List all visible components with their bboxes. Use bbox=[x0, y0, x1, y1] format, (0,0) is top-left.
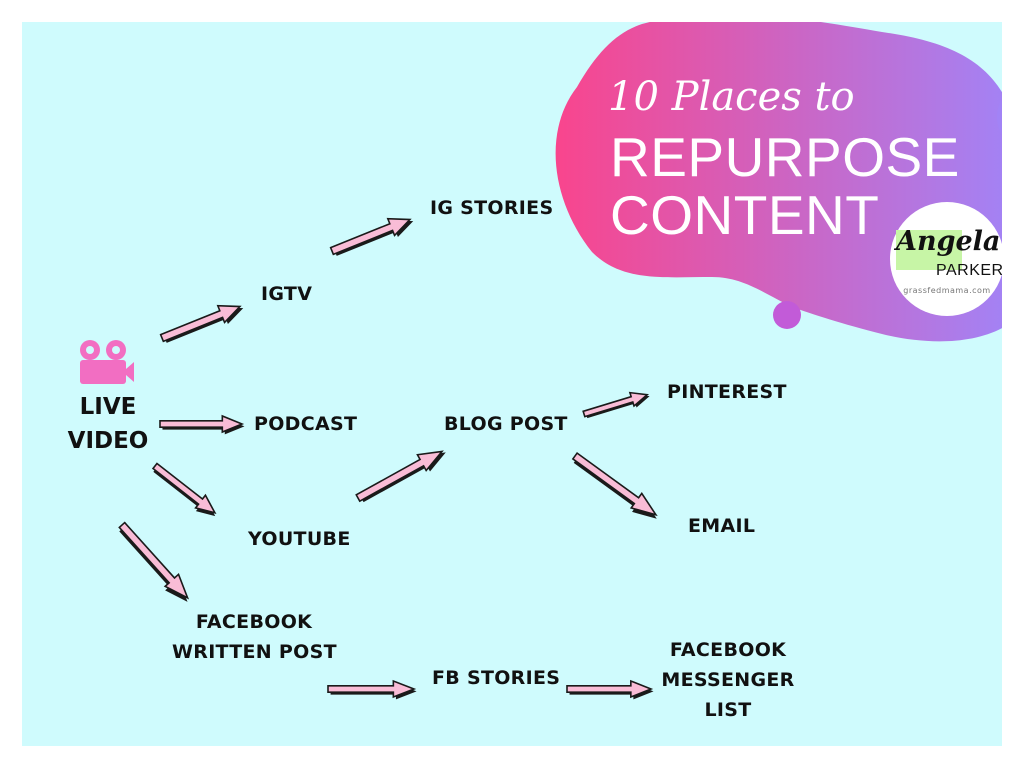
node-email: EMAIL bbox=[688, 515, 756, 537]
node-blog-post: BLOG POST bbox=[444, 413, 568, 435]
node-youtube: YOUTUBE bbox=[248, 528, 351, 550]
facebook-written-line2: WRITTEN POST bbox=[172, 641, 337, 663]
arrow-fb-stories-to-messenger bbox=[566, 680, 655, 701]
infographic-canvas: 10 Places to REPURPOSE CONTENT Angela PA… bbox=[22, 22, 1002, 746]
node-pinterest: PINTEREST bbox=[667, 381, 787, 403]
arrow-igtv-to-ig-stories bbox=[327, 209, 418, 263]
node-facebook-written-post: FACEBOOK WRITTEN POST bbox=[172, 607, 337, 667]
node-podcast: PODCAST bbox=[254, 413, 358, 435]
arrow-facebook-post-to-fb-stories bbox=[327, 680, 418, 701]
arrow-live-to-igtv bbox=[157, 296, 248, 350]
arrow-live-to-youtube bbox=[147, 459, 223, 524]
logo-name: Angela bbox=[896, 226, 1001, 257]
arrow-blog-to-pinterest bbox=[581, 386, 653, 424]
arrow-live-to-podcast bbox=[159, 415, 246, 436]
arrow-blog-to-email bbox=[567, 447, 665, 527]
facebook-written-line1: FACEBOOK bbox=[195, 611, 313, 633]
node-live-video: LIVE VIDEO bbox=[58, 390, 158, 458]
brand-logo: Angela PARKER grassfedmama.com bbox=[890, 202, 1002, 316]
live-video-line2: VIDEO bbox=[67, 428, 149, 454]
node-facebook-messenger-list: FACEBOOK MESSENGER LIST bbox=[656, 635, 800, 725]
node-fb-stories: FB STORIES bbox=[432, 667, 561, 689]
title-line-repurpose: REPURPOSE bbox=[610, 126, 960, 188]
node-ig-stories: IG STORIES bbox=[430, 197, 554, 219]
live-video-line1: LIVE bbox=[79, 394, 137, 420]
blob-dot-small bbox=[773, 301, 801, 329]
video-camera-icon bbox=[80, 340, 134, 384]
arrow-youtube-to-blog bbox=[352, 441, 451, 510]
logo-surname: PARKER bbox=[936, 262, 1002, 279]
arrow-live-to-facebook-post bbox=[112, 518, 198, 609]
node-igtv: IGTV bbox=[261, 283, 313, 305]
messenger-line1: FACEBOOK bbox=[669, 639, 787, 661]
logo-url: grassfedmama.com bbox=[903, 286, 991, 295]
messenger-line2: MESSENGER bbox=[661, 669, 795, 691]
messenger-line3: LIST bbox=[704, 699, 752, 721]
title-line-script: 10 Places to bbox=[608, 74, 855, 120]
logo-highlight bbox=[896, 230, 962, 270]
title-line-content: CONTENT bbox=[610, 184, 880, 246]
blob-dot-large bbox=[997, 98, 1002, 136]
